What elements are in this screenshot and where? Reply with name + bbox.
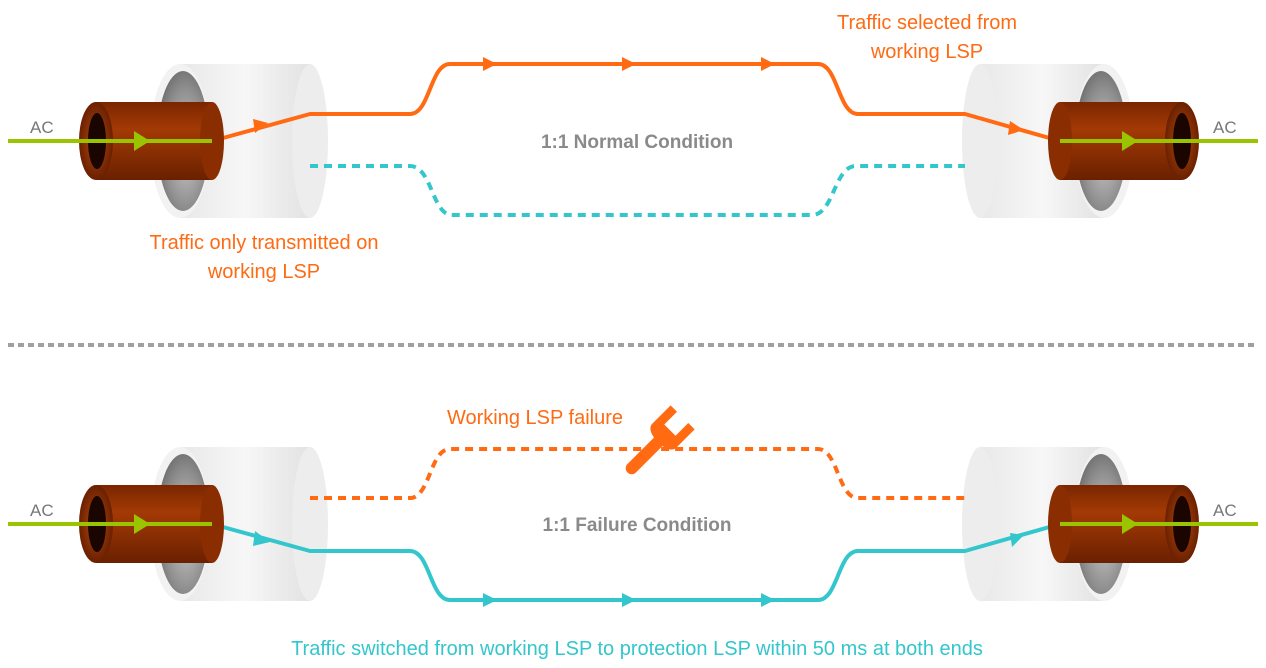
- ac-label-left: AC: [30, 118, 54, 137]
- note-switched: Traffic switched from working LSP to pro…: [291, 638, 983, 660]
- protection-lsp-arrow: [622, 593, 636, 607]
- note-transmitted-line2: working LSP: [207, 261, 320, 283]
- ac-label-right: AC: [1213, 501, 1237, 520]
- ac-arrow-left: [134, 514, 150, 534]
- failure-condition-panel: AC AC 1:1 Failure Condition Working LSP …: [8, 405, 1258, 660]
- protection-lsp-arrow: [483, 593, 497, 607]
- note-selected-line2: working LSP: [870, 41, 983, 63]
- working-lsp-arrow: [1008, 121, 1024, 135]
- note-selected-line1: Traffic selected from: [837, 12, 1017, 34]
- wrench-icon: [625, 405, 695, 475]
- ac-label-left: AC: [30, 501, 54, 520]
- ac-label-right: AC: [1213, 118, 1237, 137]
- working-lsp-active: [211, 62, 1061, 143]
- ac-arrow-left: [134, 131, 150, 151]
- ac-arrow-right: [1122, 131, 1138, 151]
- normal-condition-title: 1:1 Normal Condition: [541, 132, 733, 153]
- note-failure: Working LSP failure: [447, 407, 623, 429]
- normal-condition-panel: AC AC 1:1 Normal Condition Traffic selec…: [8, 12, 1258, 283]
- working-lsp-failed: [310, 447, 965, 500]
- protection-lsp-arrow: [761, 593, 775, 607]
- working-lsp-arrow: [761, 57, 775, 71]
- working-lsp-arrow: [253, 119, 268, 133]
- working-lsp-arrow: [483, 57, 497, 71]
- note-transmitted-line1: Traffic only transmitted on: [150, 232, 379, 254]
- ac-arrow-right: [1122, 514, 1138, 534]
- protection-lsp-arrow: [1010, 533, 1024, 547]
- working-lsp-arrow: [622, 57, 636, 71]
- protection-lsp-standby: [310, 164, 965, 217]
- failure-condition-title: 1:1 Failure Condition: [543, 515, 732, 536]
- protection-lsp-arrow: [253, 531, 270, 546]
